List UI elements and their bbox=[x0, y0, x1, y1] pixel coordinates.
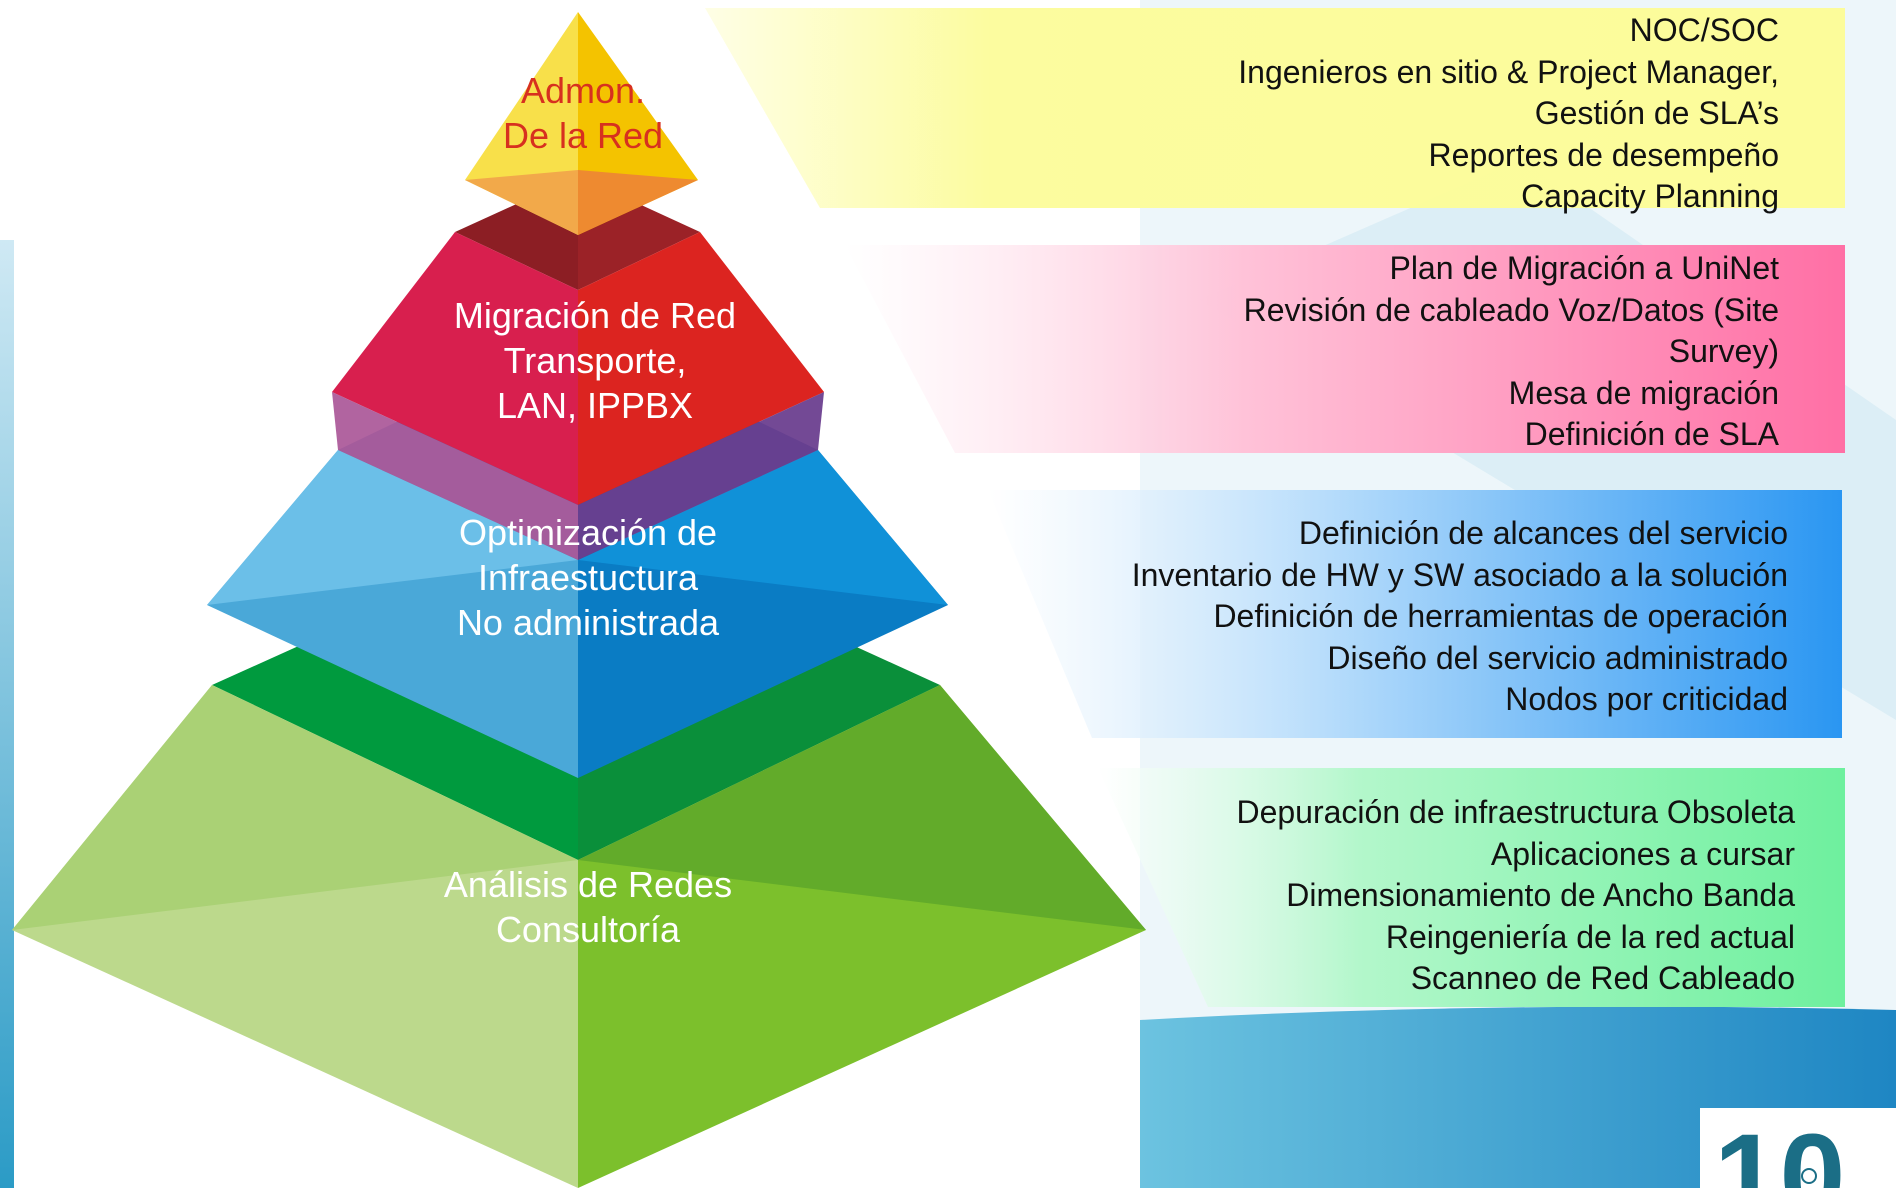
box-line: Survey) bbox=[1668, 333, 1779, 369]
info-box-pink bbox=[845, 245, 1845, 453]
box-line: Reportes de desempeño bbox=[1428, 136, 1779, 173]
layer-label-line: Migración de Red bbox=[453, 295, 737, 336]
box-line: Diseño del servicio administrado bbox=[1327, 639, 1788, 676]
layer-admon bbox=[465, 12, 698, 235]
box-line: Inventario de HW y SW asociado a la solu… bbox=[1131, 556, 1788, 593]
layer-label-line: Análisis de Redes bbox=[443, 864, 733, 905]
box-line: Plan de Migración a UniNet bbox=[1389, 250, 1779, 286]
layer-label-line: De la Red bbox=[502, 115, 664, 156]
layer-label-line: Optimización de bbox=[458, 512, 718, 553]
info-box-yellow bbox=[705, 8, 1845, 208]
box-line: Aplicaciones a cursar bbox=[1490, 835, 1795, 872]
box-line: Revisión de cableado Voz/Datos (Site bbox=[1243, 291, 1779, 328]
box-line: Nodos por criticidad bbox=[1505, 681, 1788, 717]
anniversary-logo: 10 bbox=[1700, 1108, 1896, 1188]
layer-label-line: Consultoría bbox=[495, 909, 681, 950]
box-line: Scanneo de Red Cableado bbox=[1410, 960, 1795, 996]
box-line: Dimensionamiento de Ancho Banda bbox=[1286, 877, 1795, 913]
info-box-blue bbox=[988, 490, 1842, 738]
box-line: Definición de alcances del servicio bbox=[1298, 515, 1788, 551]
layer-label-line: No administrada bbox=[456, 602, 720, 643]
box-line: Gestión de SLA’s bbox=[1534, 95, 1779, 131]
layer-label-line: LAN, IPPBX bbox=[496, 385, 694, 426]
box-line: Depuración de infraestructura Obsoleta bbox=[1236, 794, 1795, 830]
box-line: Mesa de migración bbox=[1508, 374, 1779, 411]
logo-text: 10 bbox=[1714, 1110, 1845, 1188]
layer-label-admon: Admon. De la Red bbox=[478, 68, 688, 158]
box-line: Reingeniería de la red actual bbox=[1385, 918, 1795, 955]
layer-label-migracion: Migración de Red Transporte, LAN, IPPBX bbox=[430, 293, 760, 428]
box-line: Definición de herramientas de operación bbox=[1213, 598, 1788, 634]
layer-migracion bbox=[332, 176, 824, 560]
layer-label-line: Admon. bbox=[520, 70, 646, 111]
layer-label-analisis: Análisis de Redes Consultoría bbox=[413, 862, 763, 952]
layer-label-line: Transporte, bbox=[503, 340, 687, 381]
box-line: Capacity Planning bbox=[1521, 178, 1779, 214]
box-line: Definición de SLA bbox=[1524, 416, 1779, 452]
info-box-green bbox=[1098, 768, 1845, 1007]
info-box-analisis-text: Depuración de infraestructura Obsoleta A… bbox=[1236, 792, 1795, 1000]
info-box-optimizacion-text: Definición de alcances del servicio Inve… bbox=[1132, 513, 1788, 721]
layer-label-optimizacion: Optimización de Infraestuctura No admini… bbox=[423, 510, 753, 645]
box-line: NOC/SOC bbox=[1629, 12, 1779, 48]
info-box-noc-text: NOC/SOC Ingenieros en sitio & Project Ma… bbox=[1238, 10, 1779, 218]
info-box-migracion-text: Plan de Migración a UniNet Revisión de c… bbox=[1244, 248, 1779, 456]
box-line: Ingenieros en sitio & Project Manager, bbox=[1238, 53, 1779, 90]
layer-label-line: Infraestuctura bbox=[477, 557, 699, 598]
